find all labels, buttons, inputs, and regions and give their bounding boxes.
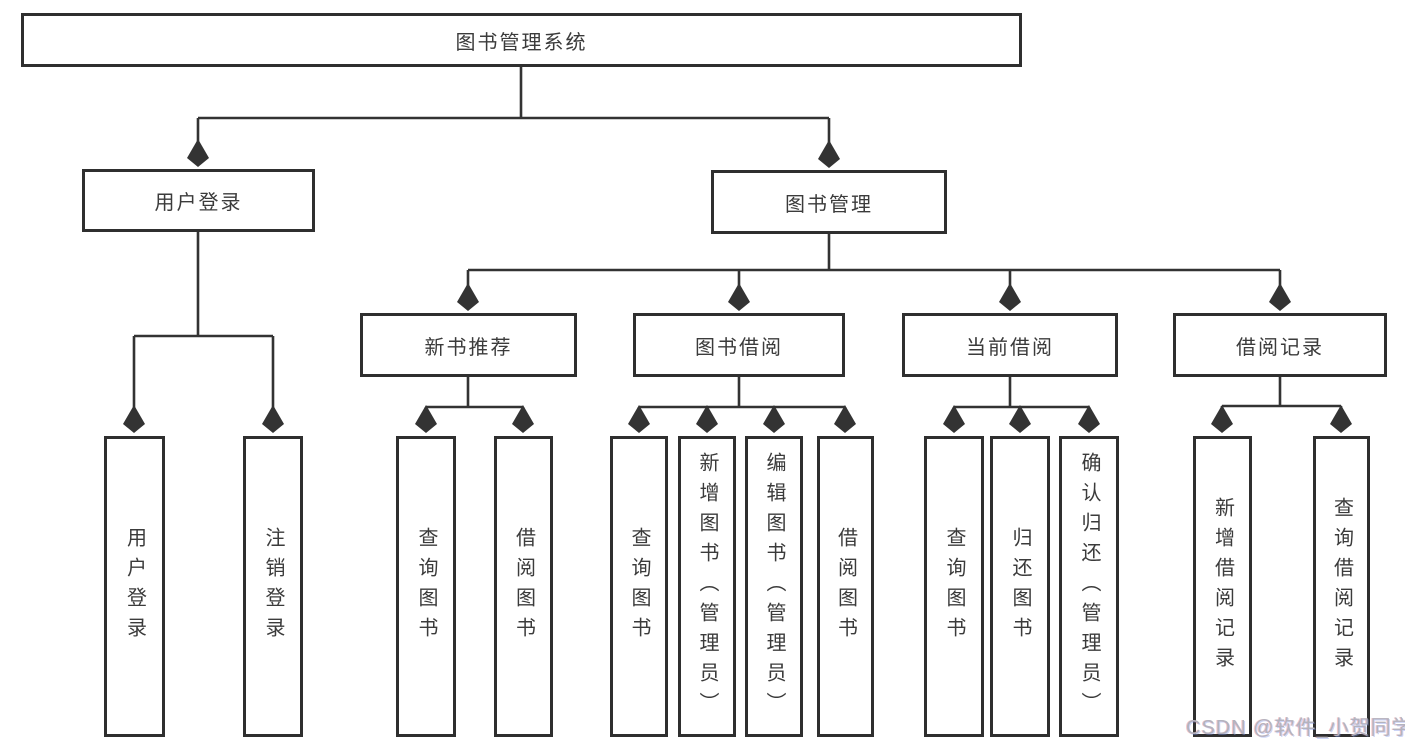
leaf-query-books-newbook: 查询图书 — [396, 436, 456, 737]
connector-paths — [132, 67, 1343, 413]
leaf-borrow-books: 借阅图书 — [817, 436, 874, 737]
connector-root-to-level2 — [196, 67, 831, 147]
leaf-add-borrow-record: 新增借阅记录 — [1193, 436, 1252, 737]
leaf-borrow-books-newbook: 借阅图书 — [494, 436, 553, 737]
arrowhead — [1009, 405, 1031, 433]
node-label: 借阅图书 — [512, 526, 535, 647]
arrowhead — [187, 139, 209, 167]
node-label: 查询图书 — [628, 526, 650, 647]
arrowhead — [999, 283, 1021, 311]
node-label: 图书管理 — [785, 193, 873, 216]
connector-borrow-to-leaves — [637, 377, 847, 413]
node-user-login-branch: 用户登录 — [82, 169, 315, 232]
node-label: 新增图书（管理员） — [696, 451, 718, 722]
node-label: 编辑图书（管理员） — [763, 451, 785, 722]
node-label: 归还图书 — [1009, 526, 1031, 647]
leaf-query-borrow-record: 查询借阅记录 — [1313, 436, 1370, 737]
leaf-confirm-return-admin: 确认归还（管理员） — [1059, 436, 1119, 737]
connector-bookmgmt-to-level3 — [466, 234, 1282, 289]
node-label: 查询图书 — [943, 526, 965, 647]
node-label: 新书推荐 — [424, 336, 513, 359]
arrowhead — [1269, 283, 1291, 311]
connector-newbooks-to-leaves — [424, 377, 525, 413]
node-label: 借阅图书 — [834, 526, 857, 647]
node-label: 确认归还（管理员） — [1078, 451, 1100, 722]
arrowhead — [415, 405, 437, 433]
node-current-borrowing: 当前借阅 — [902, 313, 1118, 377]
node-root-library-system: 图书管理系统 — [21, 13, 1022, 67]
node-label: 用户登录 — [123, 526, 146, 647]
arrowhead — [262, 405, 284, 433]
leaf-query-books-borrow: 查询图书 — [610, 436, 668, 737]
csdn-watermark: CSDN @软件_小贺同学 — [1186, 717, 1405, 739]
leaf-logout: 注销登录 — [243, 436, 303, 737]
node-label: 图书借阅 — [695, 336, 783, 359]
leaf-edit-books-admin: 编辑图书（管理员） — [745, 436, 803, 737]
node-label: 图书管理系统 — [455, 31, 588, 54]
arrowhead — [943, 405, 965, 433]
arrowhead — [123, 405, 145, 433]
node-label: 借阅记录 — [1236, 336, 1324, 359]
node-book-borrowing: 图书借阅 — [633, 313, 845, 377]
leaf-user-login: 用户登录 — [104, 436, 165, 737]
arrowhead — [1078, 405, 1100, 433]
arrowhead — [1330, 405, 1352, 433]
node-label: 当前借阅 — [966, 336, 1054, 359]
arrowhead — [457, 283, 479, 311]
arrowhead — [628, 405, 650, 433]
node-label: 查询借阅记录 — [1330, 496, 1353, 677]
arrowhead — [512, 405, 534, 433]
node-label: 注销登录 — [262, 526, 284, 647]
node-label: 查询图书 — [415, 526, 437, 647]
arrowhead — [1211, 405, 1233, 433]
connector-records-to-leaves — [1220, 377, 1343, 413]
arrowhead — [818, 140, 840, 168]
arrowhead — [834, 405, 856, 433]
node-book-management-branch: 图书管理 — [711, 170, 947, 234]
leaf-return-books: 归还图书 — [990, 436, 1050, 737]
arrowhead — [696, 405, 718, 433]
arrowhead — [763, 405, 785, 433]
leaf-query-books-current: 查询图书 — [924, 436, 984, 737]
arrowhead — [728, 283, 750, 311]
node-label: 新增借阅记录 — [1211, 496, 1234, 677]
leaf-add-books-admin: 新增图书（管理员） — [678, 436, 736, 737]
connector-userlogin-to-leaves — [132, 232, 275, 411]
node-label: 用户登录 — [154, 192, 243, 214]
node-new-book-recommend: 新书推荐 — [360, 313, 577, 377]
arrowheads — [123, 139, 1352, 433]
node-borrowing-records: 借阅记录 — [1173, 313, 1387, 377]
